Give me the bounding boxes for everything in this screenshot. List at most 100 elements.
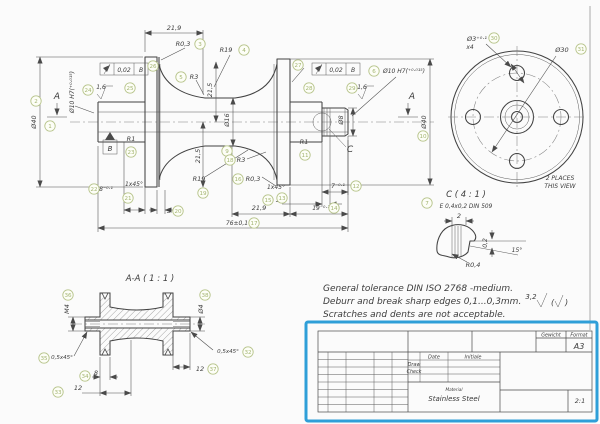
format-value: A3 [573,342,585,351]
note-line-3: Scratches and dents are not acceptable. [323,310,506,320]
balloon-number: 2 [34,99,38,105]
balloon [79,370,91,382]
initiale-label: Initiale [465,355,482,361]
dimension-label: 0,5x45° [217,349,239,355]
dimension-label: Ø3⁺⁰·¹ [466,35,487,43]
dimension-label: R19 [220,46,233,54]
format-label: Format [570,333,588,339]
balloon [421,197,433,209]
dimension-label: 21,5 [194,149,202,163]
balloon [172,205,184,217]
balloon [299,149,311,161]
dimension-label: R0,3 [246,175,261,183]
balloon-number: 16 [234,177,242,183]
balloon [276,192,288,204]
dimension-label: 1,6 [96,84,106,91]
dimension-label: 12 [196,365,204,373]
dimension-label: 21,5 [206,83,214,97]
balloon-number: 33 [54,390,62,396]
balloon-number: 5 [179,75,183,81]
balloon-number: 28 [305,86,313,92]
balloon-number: 14 [330,206,338,212]
balloon-number: 6 [372,69,376,75]
dimension-label: Ø10 H7(⁺⁰·⁰¹⁵) [382,68,425,75]
balloon-number: 26 [149,64,157,70]
material-value: Stainless Steel [428,395,479,403]
scale-value: 2:1 [575,397,585,405]
draw-label: Draw [408,362,421,368]
balloon-number: 20 [174,209,182,215]
dimension-label: 21,9 [252,204,266,212]
main-view [36,30,434,232]
balloon [242,346,254,358]
dimension-label: R1 [300,138,309,146]
dimension-label: Ø4 [197,304,205,314]
section-arrow-a-right [398,103,418,118]
balloon-number: 13 [278,196,286,202]
balloon [207,363,219,375]
balloon-number: 10 [419,134,427,140]
balloon-number: 35 [40,356,48,362]
balloon-number: 1 [48,124,52,130]
dimension-label: 2 [457,212,461,220]
end-view-note-2: THIS VIEW [544,183,576,190]
balloon-number: 30 [490,36,498,42]
dimension-label: x4 [465,44,474,51]
dimension-label: R0,4 [466,261,481,269]
balloon [292,59,304,71]
dimension-label: R0,3 [176,40,191,48]
balloon [575,43,587,55]
dimension-label: Ø40 [420,115,428,129]
balloon-number: 11 [301,153,309,159]
check-label: Check [407,369,422,375]
dimension-label: Ø8 [337,115,345,125]
section-aa-view [68,292,214,396]
balloon-number: 22 [90,187,97,193]
balloon [232,173,244,185]
dimension-label: Ø40 [30,115,38,129]
balloon-number: 7 [425,201,429,207]
balloon-number: 3 [198,42,202,48]
dimension-label: 3 [167,207,171,215]
section-aa-title: A-A ( 1 : 1 ) [125,274,175,284]
dimension-label: 8 [94,369,98,377]
paren-open: ( [551,298,555,307]
balloon-number: 21 [124,196,132,202]
balloon [147,60,159,72]
balloon [368,65,380,77]
surface-finish-note: 3,2 ( ) [525,292,568,308]
highlight-box[interactable] [304,320,599,423]
balloon-number: 27 [294,63,302,69]
section-arrow-a-left [47,103,67,118]
balloon-number: 32 [244,350,251,356]
balloon [62,289,74,301]
balloon [350,180,362,192]
balloon-number: 36 [64,293,72,299]
balloon [262,194,274,206]
balloon [417,130,429,142]
balloon-number: 18 [226,158,234,164]
date-label: Date [428,355,440,361]
balloon-number: 38 [201,293,209,299]
balloon-number: 15 [264,198,272,204]
balloon-number: 34 [81,374,89,380]
balloon [88,183,100,195]
dimension-label: 8⁻⁰·¹ [99,186,113,193]
dimension-label: 1x45° [125,181,143,188]
balloon [199,289,211,301]
balloon-number: 4 [242,48,246,54]
dimension-label: B [108,145,113,153]
dimension-label: 0,5x45° [51,355,73,361]
dimension-label: C [347,145,354,155]
datum-b [102,132,118,155]
dimension-label: B [351,67,355,74]
dimension-label: 21,9 [167,24,181,32]
balloon-number: 23 [127,150,135,156]
dimension-label: 7⁻⁰·¹ [331,183,345,190]
dimension-label: 0,02 [329,67,343,74]
gdt-frame-right [311,62,361,76]
balloon-number: 9 [225,149,229,155]
dimension-label: M4 [63,304,71,314]
